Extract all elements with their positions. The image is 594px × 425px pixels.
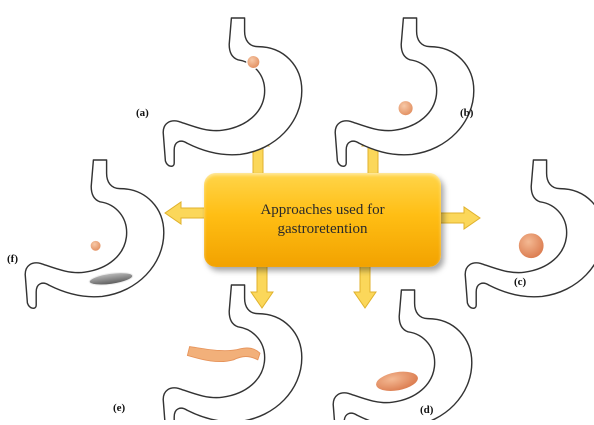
stomach-d-group [333,290,472,420]
stomach-c-group [465,160,594,308]
panel-label-d: (d) [420,405,433,416]
arrow-to-f [165,202,205,224]
mucoadhesive-layer-e-icon [187,347,260,362]
center-concept-text: Approaches used for gastroretention [233,201,413,240]
arrow-to-e [251,266,273,308]
panel-label-c: (c) [514,277,526,288]
arrow-to-c [440,207,480,229]
stomach-f-group [25,160,164,308]
expandable-system-c-icon [518,233,544,259]
panel-label-b: (b) [460,108,473,119]
stomach-b-icon [335,18,474,166]
panel-label-f: (f) [7,254,18,265]
arrow-to-d [354,266,376,308]
stomach-d-icon [333,290,472,420]
center-concept-box: Approaches used for gastroretention [204,173,441,267]
stomach-e-group [163,285,302,420]
stomach-f-icon [25,160,164,308]
stomach-a-icon [163,18,302,166]
panel-label-a: (a) [136,108,149,119]
stomach-a-group [163,18,302,166]
superporous-hydrogel-d-icon [374,368,421,395]
stomach-b-group [335,18,474,166]
panel-label-e: (e) [113,403,125,414]
floating-system-a-icon [247,55,260,68]
magnetic-system-f-icon [90,240,101,251]
high-density-system-b-icon [398,101,413,116]
